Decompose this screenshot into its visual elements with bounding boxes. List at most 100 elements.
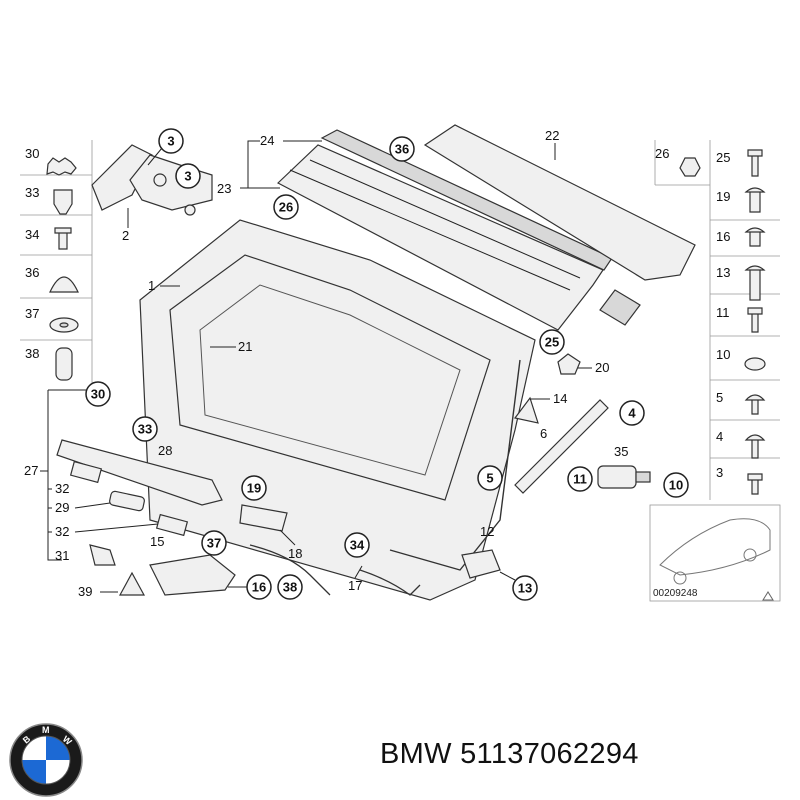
car-silhouette: [659, 518, 771, 576]
lock-15-shape: [149, 554, 236, 596]
inner-trim-panel-shape: [276, 144, 604, 331]
clip-4-shape: [744, 434, 766, 459]
seal-edge-line: [389, 359, 521, 571]
bmw-logo: B M W: [9, 723, 83, 797]
callout-4: 4: [628, 406, 636, 421]
switch-cable-assembly: 19 18 34 17: [239, 475, 421, 596]
vehicle-thumbnail: 00209248: [649, 504, 781, 602]
hinge-bolt-2-shape: [184, 204, 196, 216]
callout-19: 19: [716, 189, 730, 204]
callout-28: 28: [158, 443, 172, 458]
callout-17: 17: [348, 578, 362, 593]
callout-15: 15: [150, 534, 164, 549]
cable-17-shape: [359, 569, 421, 596]
cable-shape: [249, 544, 331, 596]
callout-5: 5: [486, 471, 493, 486]
callout-29: 29: [55, 500, 69, 515]
callout-33: 33: [25, 185, 39, 200]
callout-37-lower: 37: [207, 536, 221, 551]
spoiler-shape: [423, 124, 696, 281]
clip-5-shape: [744, 394, 766, 415]
callout-30-lower: 30: [91, 387, 105, 402]
clip-3-shape: [747, 473, 763, 495]
svg-text:B: B: [21, 733, 33, 745]
screw-34-shape: [54, 227, 72, 250]
handle-29-shape: [109, 490, 145, 512]
callout-10-clip: 10: [716, 347, 730, 362]
callout-19-switch: 19: [247, 481, 261, 496]
callout-16-lower: 16: [252, 580, 266, 595]
callout-16: 16: [716, 229, 730, 244]
callout-39: 39: [78, 584, 92, 599]
callout-25-screw: 25: [716, 150, 730, 165]
svg-text:M: M: [42, 725, 50, 735]
hinge-assembly: 3 3 2: [91, 128, 213, 243]
switch-18-shape: [239, 504, 288, 532]
bumper-14-shape: [513, 396, 539, 424]
screw-25-shape: [747, 149, 763, 177]
callout-34-cable: 34: [350, 538, 365, 553]
callout-35: 35: [614, 444, 628, 459]
callout-20: 20: [595, 360, 609, 375]
bracket-12-shape: [461, 549, 501, 579]
screw-11-shape: [747, 307, 763, 333]
upper-trim-assembly: 24 23 26 36: [217, 129, 613, 331]
callout-38: 38: [25, 346, 39, 361]
glass-inner-edge: [199, 284, 461, 476]
callout-26-nut: 26: [655, 146, 669, 161]
spoiler-clip-shape: [599, 289, 641, 326]
callout-10: 10: [669, 478, 683, 493]
callout-27: 27: [24, 463, 38, 478]
callout-3-clip: 3: [716, 465, 723, 480]
buffer-38-shape: [55, 347, 73, 381]
callout-38-lower: 38: [283, 580, 297, 595]
lamp-32-shape: [69, 460, 103, 484]
clip-33-shape: [53, 189, 73, 215]
callout-21: 21: [238, 339, 252, 354]
callout-18: 18: [288, 546, 302, 561]
clip-10-shape: [744, 357, 766, 371]
callout-12: 12: [480, 524, 494, 539]
callout-4-clip: 4: [716, 429, 723, 444]
tailgate-glass-opening-shape: [169, 254, 491, 501]
warning-triangle-icon: [762, 591, 774, 601]
clip-30-shape: [46, 157, 77, 176]
actuator-35-shape: [597, 465, 637, 489]
screw-19-shape: [744, 187, 766, 213]
right-parts-column: 26 25 19 16 13 11 10 5 4 3: [654, 140, 780, 500]
callout-32-second: 32: [55, 524, 69, 539]
callout-2: 2: [122, 228, 129, 243]
callout-25: 25: [545, 335, 559, 350]
callout-24: 24: [260, 133, 274, 148]
callout-36: 36: [25, 265, 39, 280]
callout-22: 22: [545, 128, 559, 143]
connector-31-shape: [89, 544, 116, 566]
handle-trim-shape: [56, 439, 223, 506]
callout-13-screw: 13: [716, 265, 730, 280]
callout-36-spoiler: 36: [395, 142, 409, 157]
part-number-caption: BMW 51137062294: [380, 738, 639, 770]
lamp-32b-shape: [155, 513, 189, 537]
callout-32: 32: [55, 481, 69, 496]
callout-37: 37: [25, 306, 39, 321]
callout-23: 23: [217, 181, 231, 196]
diagram-code: 00209248: [653, 588, 698, 599]
callout-34: 34: [25, 227, 39, 242]
callout-31: 31: [55, 548, 69, 563]
strut-and-fasteners: 25 20 14 6 4 5 35 11 10 12 13: [461, 329, 689, 601]
callout-11-screw: 11: [716, 305, 730, 320]
callout-3-second: 3: [184, 169, 191, 184]
spoiler: 22: [423, 124, 696, 326]
left-parts-column: 30 33 34 36 37 38: [20, 140, 93, 385]
callout-14: 14: [553, 391, 567, 406]
nut-26-shape: [679, 157, 701, 177]
grommet-20-shape: [557, 353, 581, 375]
hinge-bolt-shape: [153, 173, 167, 187]
callout-13: 13: [518, 581, 532, 596]
gas-strut-6-shape: [514, 399, 609, 494]
callout-11: 11: [573, 472, 587, 487]
cap-36-shape: [49, 276, 79, 293]
washer-37-hole: [59, 322, 69, 328]
callout-6: 6: [540, 426, 547, 441]
